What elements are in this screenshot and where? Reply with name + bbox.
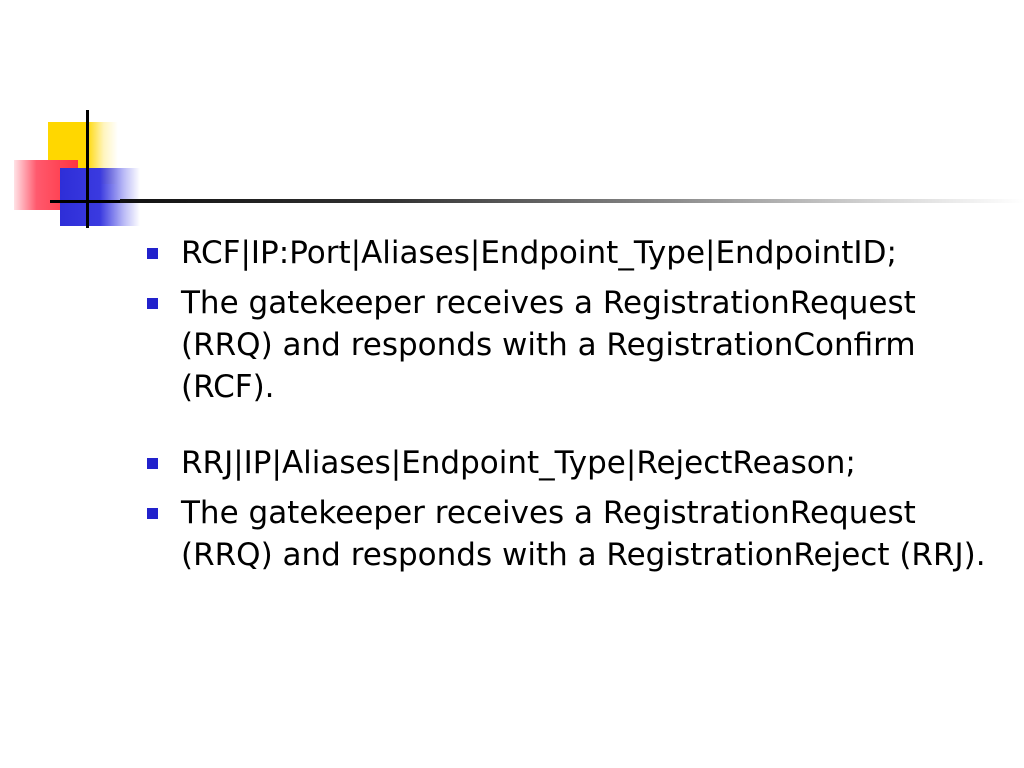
title-divider-rule bbox=[120, 199, 1024, 203]
bullet-text: RCF|IP:Port|Aliases|Endpoint_Type|Endpoi… bbox=[181, 235, 897, 271]
bullet-text: The gatekeeper receives a RegistrationRe… bbox=[181, 285, 916, 405]
decorative-logo bbox=[10, 108, 150, 233]
square-bullet-icon bbox=[147, 508, 158, 519]
square-bullet-icon bbox=[147, 248, 158, 259]
bullet-text: The gatekeeper receives a RegistrationRe… bbox=[181, 495, 986, 573]
list-item: The gatekeeper receives a RegistrationRe… bbox=[142, 282, 992, 408]
list-item: RCF|IP:Port|Aliases|Endpoint_Type|Endpoi… bbox=[142, 232, 992, 274]
logo-blue-square bbox=[60, 168, 140, 226]
logo-vertical-line bbox=[86, 110, 89, 228]
square-bullet-icon bbox=[147, 298, 158, 309]
bullet-text: RRJ|IP|Aliases|Endpoint_Type|RejectReaso… bbox=[181, 445, 856, 481]
logo-horizontal-line bbox=[50, 200, 150, 203]
square-bullet-icon bbox=[147, 458, 158, 469]
list-item: The gatekeeper receives a RegistrationRe… bbox=[142, 492, 992, 576]
list-item: RRJ|IP|Aliases|Endpoint_Type|RejectReaso… bbox=[142, 442, 992, 484]
bullet-list: RCF|IP:Port|Aliases|Endpoint_Type|Endpoi… bbox=[142, 232, 992, 584]
